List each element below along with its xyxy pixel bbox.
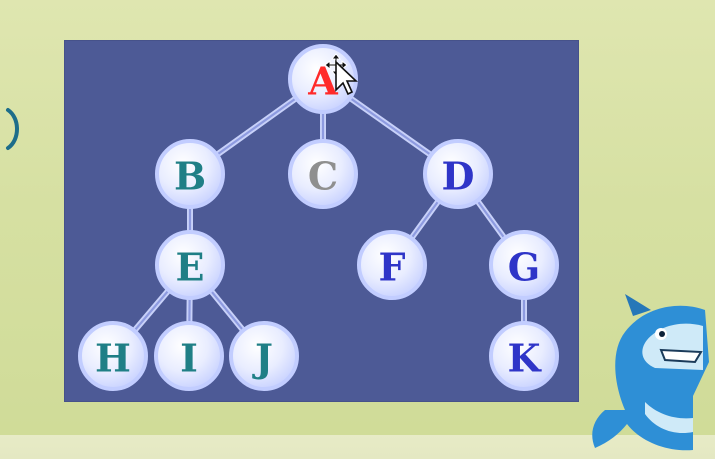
node-circle (489, 230, 559, 300)
node-label: G (508, 245, 540, 290)
node-circle (155, 230, 225, 300)
shark-icon (592, 294, 709, 451)
tree-nodes: A B C D E F G H I J K (78, 44, 559, 391)
pointer-cursor-icon (335, 60, 359, 96)
node-circle (288, 44, 358, 114)
node-label: D (442, 154, 475, 199)
node-label: E (176, 245, 205, 290)
node-label: C (308, 154, 338, 199)
node-circle (154, 321, 224, 391)
node-circle (288, 139, 358, 209)
node-label: F (379, 245, 406, 290)
node-label: H (95, 336, 131, 381)
tree-node-e[interactable]: E (155, 230, 225, 300)
tree-node-d[interactable]: D (423, 139, 493, 209)
tree-node-c[interactable]: C (288, 139, 358, 209)
tree-node-a[interactable]: A (288, 44, 358, 114)
node-label: K (507, 336, 542, 381)
node-label: B (174, 154, 206, 199)
tree-node-g[interactable]: G (489, 230, 559, 300)
node-circle (357, 230, 427, 300)
tree-node-i[interactable]: I (154, 321, 224, 391)
crescent-icon (6, 108, 19, 150)
node-circle (155, 139, 225, 209)
node-label: J (252, 336, 273, 381)
tree-node-h[interactable]: H (78, 321, 148, 391)
tree-node-k[interactable]: K (489, 321, 559, 391)
tree-edges (110, 76, 527, 359)
node-circle (489, 321, 559, 391)
node-circle (423, 139, 493, 209)
tree-node-b[interactable]: B (155, 139, 225, 209)
tree-node-f[interactable]: F (357, 230, 427, 300)
tree-node-j[interactable]: J (229, 321, 299, 391)
node-circle (78, 321, 148, 391)
node-label: I (180, 336, 198, 381)
node-circle (229, 321, 299, 391)
